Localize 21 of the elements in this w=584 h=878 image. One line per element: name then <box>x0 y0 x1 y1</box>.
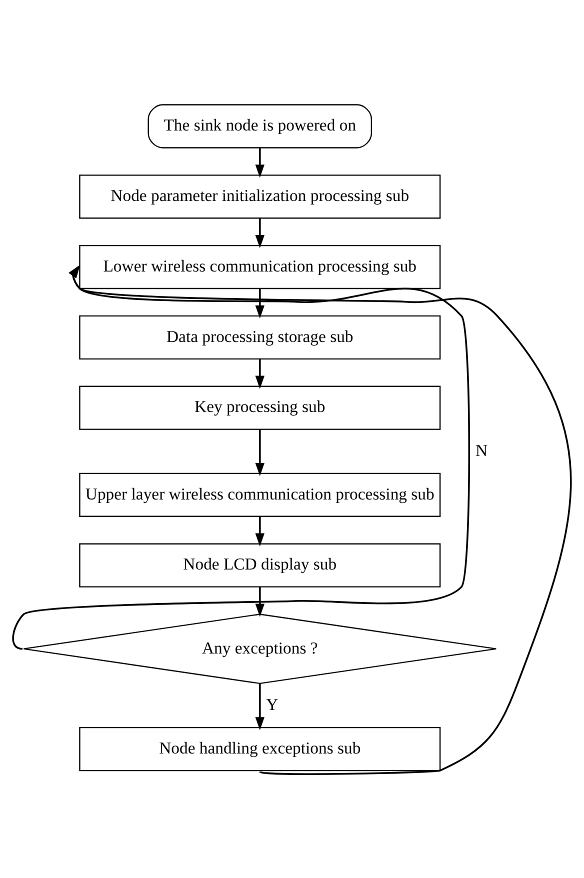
node-box: Upper layer wireless communication processing sub <box>79 472 441 516</box>
arrow <box>255 516 264 546</box>
node-box: Lower wireless communication processing sub <box>79 244 441 289</box>
arrow <box>12 264 470 650</box>
arrow <box>255 683 264 730</box>
node-box: Node parameter initialization processing sub <box>79 174 441 218</box>
edge-label: N <box>475 440 488 460</box>
arrow <box>68 264 572 774</box>
arrow <box>255 288 264 318</box>
node-diamond: Any exceptions ? <box>23 613 497 684</box>
arrow <box>255 586 264 616</box>
arrow <box>255 358 264 388</box>
node-box: Node handling exceptions sub <box>79 726 441 771</box>
node-box: The sink node is powered on <box>148 104 372 148</box>
node-box: Key processing sub <box>79 385 441 430</box>
arrow <box>255 429 264 476</box>
arrow <box>255 147 264 178</box>
node-box: Node LCD display sub <box>79 542 441 587</box>
arrow <box>255 218 264 248</box>
edge-label: Y <box>266 694 278 714</box>
node-box: Data processing storage sub <box>79 314 441 359</box>
